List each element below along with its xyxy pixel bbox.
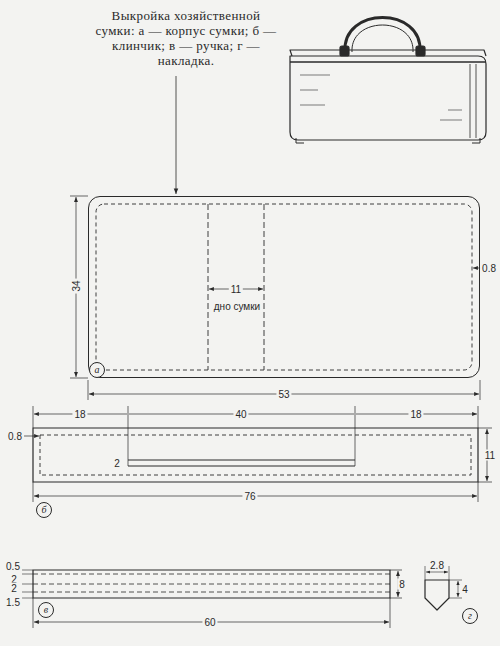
- piece-letter: г: [468, 611, 472, 621]
- body-pattern: [70, 196, 484, 400]
- gusset-pattern: [24, 406, 492, 502]
- piece-letter: б: [41, 505, 46, 515]
- dimension-label: 18: [72, 409, 87, 420]
- dimension-label: 0.8: [480, 263, 498, 274]
- overlay-pattern: [425, 566, 462, 610]
- figure-title: Выкройка хозяйственной сумки: а — корпус…: [95, 8, 277, 68]
- dimension-label: 34: [71, 278, 82, 293]
- dimension-label: 8: [397, 579, 407, 590]
- piece-letter-circle: б: [36, 502, 52, 518]
- dimension-label: 53: [276, 389, 291, 400]
- handle-pattern: [22, 570, 402, 628]
- dimension-label: 2.8: [428, 560, 446, 571]
- dimension-label: 76: [242, 491, 257, 502]
- piece-letter: а: [95, 365, 100, 375]
- dimension-label: 60: [202, 617, 217, 628]
- dimension-label: 1.5: [4, 597, 22, 608]
- piece-letter: в: [44, 605, 48, 615]
- dimension-label: 4: [460, 584, 470, 595]
- bag-illustration: [290, 18, 486, 144]
- dimension-label: 2: [112, 458, 122, 469]
- piece-letter-circle: г: [462, 608, 478, 624]
- dimension-label: 40: [233, 409, 248, 420]
- pattern-piece: дно сумки а: [88, 196, 480, 378]
- dimension-label: 18: [408, 409, 423, 420]
- dimension-label: 0.5: [4, 561, 22, 572]
- dimension-label: 0.8: [6, 431, 24, 442]
- part-text: дно сумки: [212, 301, 262, 312]
- dimension-label: 11: [483, 450, 497, 461]
- piece-letter-circle: а: [89, 362, 105, 378]
- dimension-label: 2: [9, 583, 19, 594]
- dimension-label: 11: [229, 284, 243, 295]
- leader-line: [176, 76, 177, 194]
- piece-letter-circle: в: [38, 602, 54, 618]
